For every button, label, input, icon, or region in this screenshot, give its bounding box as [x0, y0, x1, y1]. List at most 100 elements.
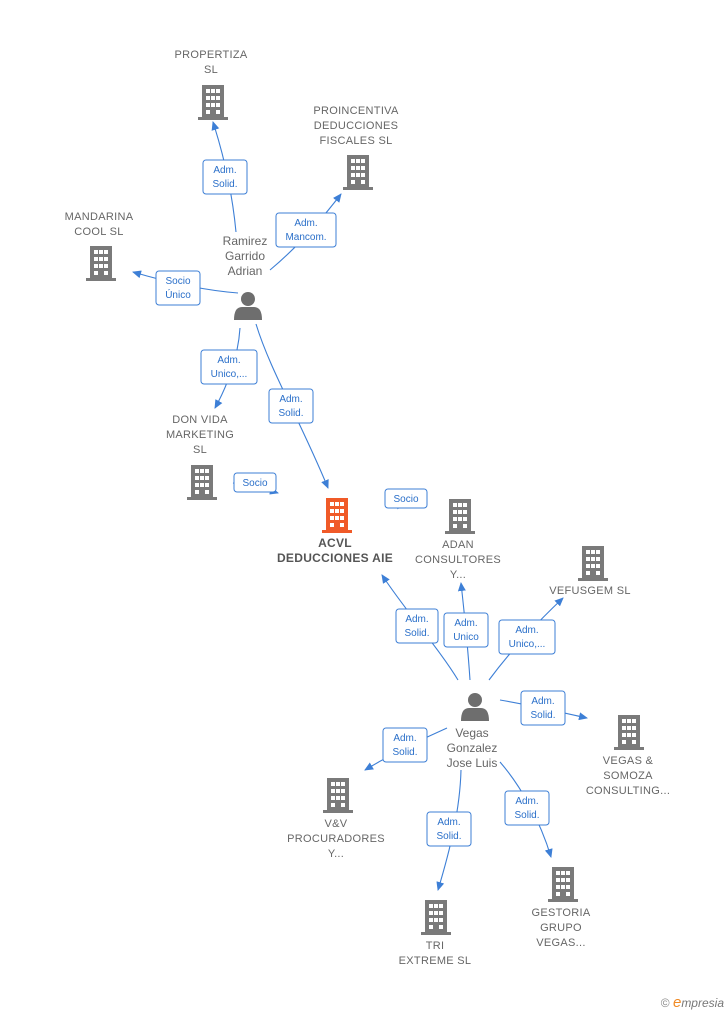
brand-initial: e: [672, 994, 682, 1011]
company-name: PROINCENTIVA: [313, 105, 399, 117]
relation-label: Unico,...: [211, 369, 248, 380]
company-name: DON VIDA: [172, 414, 228, 426]
building-icon: [578, 546, 608, 581]
relation-label: Adm.: [279, 394, 302, 405]
relation-label: Solid.: [436, 831, 461, 842]
person-name: Adrian: [228, 264, 263, 278]
relation-badge[interactable]: Adm. Solid.: [268, 388, 314, 424]
company-name: PROCURADORES: [287, 833, 385, 845]
copyright-symbol: ©: [660, 996, 670, 1010]
relation-label: Único: [165, 288, 191, 301]
company-name: Y...: [328, 848, 344, 860]
company-name: SOMOZA: [603, 770, 653, 782]
person-icon: [461, 693, 489, 721]
company-name: PROPERTIZA: [174, 49, 247, 61]
relation-label: Adm.: [294, 218, 317, 229]
relation-label: Solid.: [278, 408, 303, 419]
company-node-vefusgem[interactable]: VEFUSGEM SL: [549, 546, 631, 597]
relation-badge[interactable]: Adm.Solid.: [202, 159, 248, 195]
person-icon: [234, 292, 262, 320]
company-node-tri[interactable]: TRI EXTREME SL: [399, 900, 472, 967]
company-node-mandarina[interactable]: MANDARINA COOL SL: [65, 211, 134, 281]
relation-badge[interactable]: Socio: [384, 488, 428, 509]
relation-label: Adm.: [515, 625, 538, 636]
relation-badge[interactable]: Adm. Solid.: [520, 690, 566, 726]
relation-label: Adm.: [393, 733, 416, 744]
building-icon: [421, 900, 451, 935]
company-name: Y...: [450, 569, 466, 581]
relation-badge[interactable]: Adm. Unico,...: [498, 619, 556, 655]
company-node-gestoria[interactable]: GESTORIA GRUPO VEGAS...: [531, 867, 591, 949]
building-icon: [614, 715, 644, 750]
relation-badge[interactable]: Adm. Solid.: [382, 727, 428, 763]
company-name: V&V: [325, 818, 348, 830]
relation-badge[interactable]: Adm. Unico: [443, 612, 489, 648]
company-name: MANDARINA: [65, 211, 134, 223]
company-name: COOL SL: [74, 226, 123, 238]
building-icon: [187, 465, 217, 500]
person-name: Ramirez: [223, 234, 268, 248]
company-name: VEGAS &: [603, 755, 654, 767]
building-icon: [445, 499, 475, 534]
company-name: GESTORIA: [531, 907, 590, 919]
person-name: Vegas: [455, 726, 488, 740]
person-name: Gonzalez: [447, 741, 498, 755]
relation-badge[interactable]: Socio: [233, 472, 277, 493]
relation-label: Unico,...: [509, 639, 546, 650]
person-name: Jose Luis: [447, 756, 498, 770]
building-icon: [198, 85, 228, 120]
company-name: CONSULTING...: [586, 785, 670, 797]
building-icon: [343, 155, 373, 190]
relation-label: Socio: [165, 276, 190, 287]
relation-label: Adm.: [405, 614, 428, 625]
company-node-vegassomoza[interactable]: VEGAS & SOMOZA CONSULTING...: [586, 715, 670, 797]
company-name: FISCALES SL: [320, 135, 393, 147]
building-icon: [548, 867, 578, 902]
relation-label: Socio: [393, 494, 418, 505]
company-name: GRUPO: [540, 922, 582, 934]
company-name: DEDUCCIONES AIE: [277, 551, 393, 565]
relation-label: Adm.: [217, 355, 240, 366]
relation-badge[interactable]: Adm. Mancom.: [275, 212, 337, 248]
company-name: CONSULTORES: [415, 554, 501, 566]
company-name: MARKETING: [166, 429, 234, 441]
relation-label: Solid.: [530, 710, 555, 721]
relation-label: Solid.: [514, 810, 539, 821]
building-icon: [322, 498, 352, 533]
brand-name: mpresia: [681, 996, 724, 1010]
company-name: ADAN: [442, 539, 474, 551]
company-name: ACVL: [318, 536, 352, 550]
relation-label: Mancom.: [285, 232, 326, 243]
company-name: EXTREME SL: [399, 955, 472, 967]
building-icon: [86, 246, 116, 281]
company-node-adan[interactable]: ADAN CONSULTORES Y...: [415, 499, 501, 581]
relation-badge[interactable]: Adm. Solid.: [395, 608, 439, 644]
company-name: VEFUSGEM SL: [549, 585, 631, 597]
building-icon: [323, 778, 353, 813]
relation-badge[interactable]: Adm. Solid.: [504, 790, 550, 826]
company-name: TRI: [426, 940, 445, 952]
relation-label: Adm.: [515, 796, 538, 807]
relation-label: Unico: [453, 632, 479, 643]
company-node-vv[interactable]: V&V PROCURADORES Y...: [287, 778, 385, 860]
relation-label: Adm.: [454, 618, 477, 629]
relation-badge[interactable]: Adm. Solid.: [426, 811, 472, 847]
company-name: VEGAS...: [536, 937, 585, 949]
relation-label: Solid.: [392, 747, 417, 758]
company-name: SL: [204, 64, 218, 76]
relation-label: Solid.: [212, 179, 237, 190]
relation-label: Solid.: [404, 628, 429, 639]
person-name: Garrido: [225, 249, 265, 263]
relation-label: Socio: [242, 478, 267, 489]
relation-badge[interactable]: Adm. Unico,...: [200, 349, 258, 385]
relation-label: Adm.: [531, 696, 554, 707]
relation-label: Adm.: [437, 817, 460, 828]
company-node-propertiza[interactable]: PROPERTIZA SL: [174, 49, 248, 120]
